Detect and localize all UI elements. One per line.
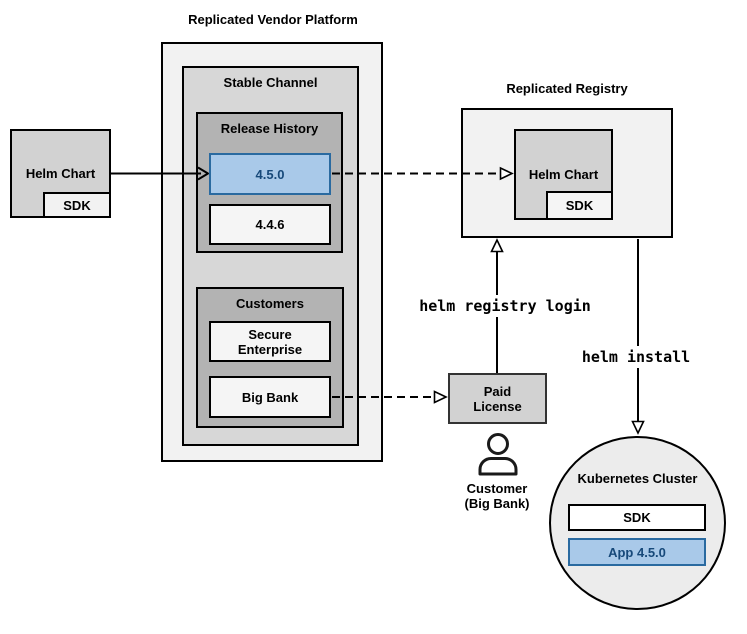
customer-secure-enterprise-label: Secure Enterprise [237, 326, 303, 357]
cluster-app-box: App 4.5.0 [568, 538, 706, 566]
cluster-sdk-box: SDK [568, 504, 706, 531]
release-4-4-6-box: 4.4.6 [209, 204, 331, 245]
arrow-install-to-cluster [631, 239, 645, 435]
customer-big-bank-box: Big Bank [209, 376, 331, 418]
actor-name: Customer [466, 481, 528, 496]
source-helm-chart-label: Helm Chart [25, 166, 96, 181]
registry-sdk-box: SDK [546, 191, 613, 220]
actor-caption: Customer (Big Bank) [445, 481, 549, 511]
actor-detail: (Big Bank) [464, 496, 530, 511]
cluster-app-label: App 4.5.0 [608, 544, 666, 560]
registry-sdk-label: SDK [565, 198, 594, 213]
source-sdk-label: SDK [63, 197, 91, 213]
release-history-title: Release History [220, 121, 319, 136]
registry-helm-chart-label: Helm Chart [528, 167, 599, 182]
customer-big-bank-label: Big Bank [241, 389, 299, 405]
person-icon [478, 433, 518, 476]
source-sdk-box: SDK [43, 192, 111, 218]
release-4-5-0-box: 4.5.0 [209, 153, 331, 195]
kubernetes-cluster-title: Kubernetes Cluster [577, 471, 698, 486]
customers-title: Customers [236, 296, 304, 311]
helm-registry-login-command: helm registry login [399, 295, 611, 317]
registry-title: Replicated Registry [506, 81, 628, 96]
vendor-platform-title: Replicated Vendor Platform [188, 12, 358, 27]
paid-license-label: Paid License [473, 383, 522, 414]
customer-secure-enterprise-box: Secure Enterprise [209, 321, 331, 362]
cluster-sdk-label: SDK [623, 510, 651, 525]
paid-license-box: Paid License [448, 373, 547, 424]
release-4-5-0-label: 4.5.0 [255, 166, 285, 182]
stable-channel-title: Stable Channel [223, 75, 318, 90]
release-4-4-6-label: 4.4.6 [255, 217, 285, 232]
helm-install-command: helm install [566, 346, 706, 368]
